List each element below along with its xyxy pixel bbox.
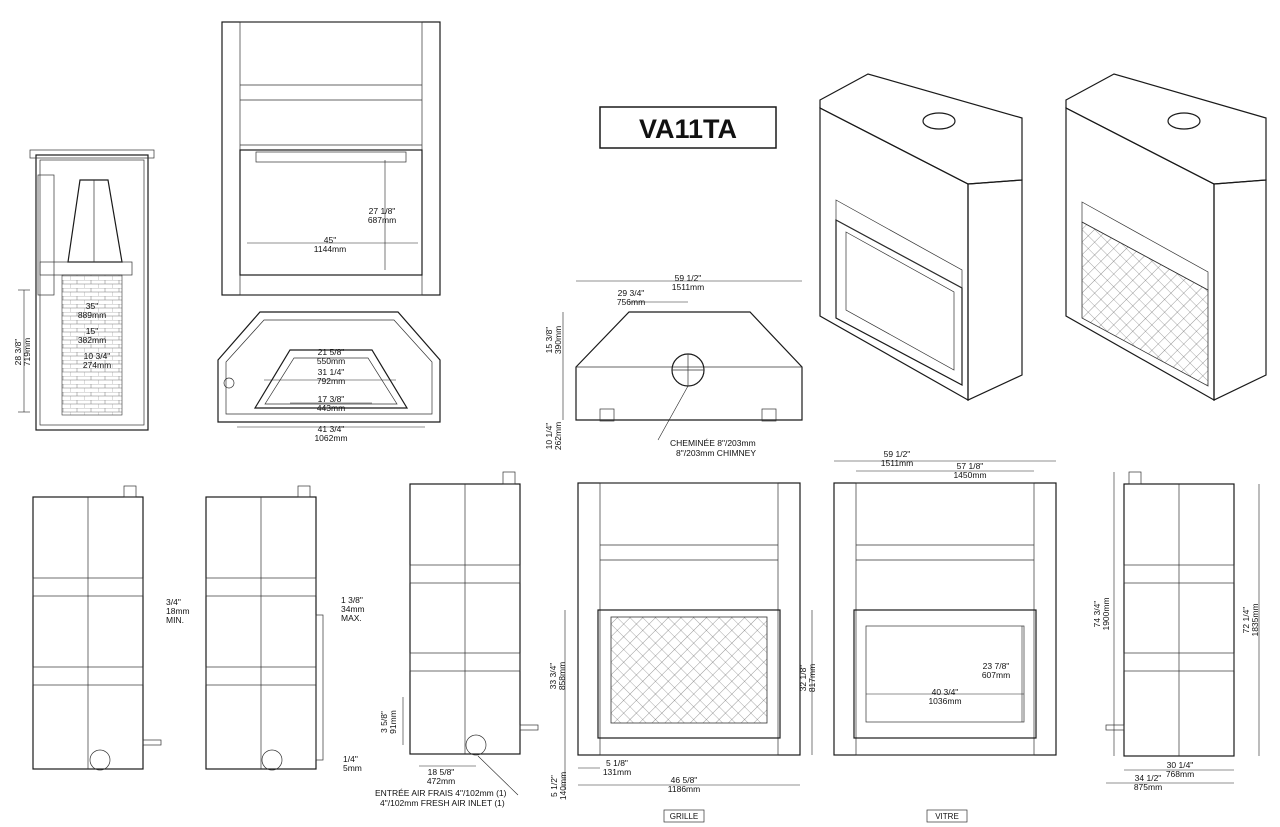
grille-width-b: 1186mm xyxy=(668,784,700,794)
inlet-offset-a: 18 5/8" xyxy=(428,767,455,777)
grille-side-a: 5 1/8" xyxy=(606,758,628,768)
iso-view-grille xyxy=(1065,73,1267,402)
clearance-2b: 34mm xyxy=(341,604,365,614)
grille-width-a: 46 5/8" xyxy=(671,775,698,785)
plan-dim-1b: 550mm xyxy=(317,356,345,366)
grille-bottom-a: 5 1/2" xyxy=(549,775,559,797)
inlet-offset-b: 472mm xyxy=(427,776,455,786)
clearance-1c: MIN. xyxy=(166,615,184,625)
side-view-1: 3/4" 18mm MIN. xyxy=(32,485,190,771)
plan-dim-3b: 443mm xyxy=(317,403,345,413)
glass-height-a: 32 1/8" xyxy=(798,665,808,692)
fresh-air-label-fr: ENTRÉE AIR FRAIS 4"/102mm (1) xyxy=(375,788,507,798)
clearance-3a: 1/4" xyxy=(343,754,358,764)
clearance-2c: MAX. xyxy=(341,613,362,623)
glass-overall-b: 1511mm xyxy=(881,458,913,468)
grille-height-b: 858mm xyxy=(557,662,567,690)
glass-inner-a: 57 1/8" xyxy=(957,461,984,471)
model-title: VA11TA xyxy=(639,114,737,144)
plan-dim-2b: 792mm xyxy=(317,376,345,386)
clearance-1b: 18mm xyxy=(166,606,190,616)
plan-dim-4b: 1062mm xyxy=(314,433,347,443)
right-total-h-b: 1900mm xyxy=(1101,597,1111,630)
top-view: 59 1/2" 1511mm 29 3/4" 756mm 15 3/8" 390… xyxy=(544,273,803,458)
plan-dim-4a: 41 3/4" xyxy=(318,424,345,434)
iso-view-glass xyxy=(819,73,1023,402)
right-overall-w-a: 34 1/2" xyxy=(1135,773,1162,783)
side-dim-1b: 889mm xyxy=(78,310,106,320)
plan-dim-2a: 31 1/4" xyxy=(318,367,345,377)
side-section-view: 35" 889mm 15" 382mm 10 3/4" 274mm 28 3/8… xyxy=(13,149,155,431)
glass-w-a: 40 3/4" xyxy=(932,687,959,697)
clearance-3b: 5mm xyxy=(343,763,362,773)
grille-side-b: 131mm xyxy=(603,767,631,777)
side-dim-3b: 274mm xyxy=(83,360,111,370)
front-top-width-a: 45" xyxy=(324,235,336,245)
glass-inner-b: 1450mm xyxy=(953,470,986,480)
glass-h-b: 607mm xyxy=(982,670,1010,680)
right-overall-w-b: 875mm xyxy=(1134,782,1162,792)
plan-dim-1a: 21 5/8" xyxy=(318,347,345,357)
fresh-air-label-en: 4"/102mm FRESH AIR INLET (1) xyxy=(380,798,505,808)
top-depth-side-b: 390mm xyxy=(553,326,563,354)
glass-w-b: 1036mm xyxy=(928,696,961,706)
plan-dim-3a: 17 3/8" xyxy=(318,394,345,404)
side-dim-3a: 10 3/4" xyxy=(84,351,111,361)
top-depth-side-a: 15 3/8" xyxy=(544,327,554,354)
side-view-2: 1 3/8" 34mm MAX. 1/4" 5mm xyxy=(205,485,365,773)
glass-height-b: 817mm xyxy=(807,664,817,692)
right-side-view: 74 3/4" 1900mm 72 1/4" 1835mm 30 1/4" 76… xyxy=(1092,471,1260,792)
grille-height-a: 33 3/4" xyxy=(548,663,558,690)
front-top-height-b: 687mm xyxy=(368,215,396,225)
clearance-1a: 3/4" xyxy=(166,597,181,607)
top-depth-b: 262mm xyxy=(553,422,563,450)
side-dim-2a: 15" xyxy=(86,326,98,336)
grille-label: GRILLE xyxy=(670,812,698,821)
right-width-a: 30 1/4" xyxy=(1167,760,1194,770)
model-title-box: VA11TA xyxy=(599,106,777,149)
top-center-b: 756mm xyxy=(617,297,645,307)
front-glass-view: 59 1/2" 1511mm 57 1/8" 1450mm 32 1/8" 81… xyxy=(798,449,1057,823)
side-dim-1a: 35" xyxy=(86,301,98,311)
right-body-h-b: 1835mm xyxy=(1250,603,1260,636)
glass-h-a: 23 7/8" xyxy=(983,661,1010,671)
front-top-width-b: 1144mm xyxy=(314,244,346,254)
clearance-2a: 1 3/8" xyxy=(341,595,363,605)
side-dim-2b: 382mm xyxy=(78,335,106,345)
inlet-height-a: 3 5/8" xyxy=(379,711,389,733)
chimney-label-fr: CHEMINÉE 8"/203mm xyxy=(670,438,756,448)
right-total-h-a: 74 3/4" xyxy=(1092,601,1102,628)
right-body-h-a: 72 1/4" xyxy=(1241,607,1251,634)
top-overall-b: 1511mm xyxy=(672,282,704,292)
front-grille-view: 33 3/4" 858mm 5 1/2" 140mm 5 1/8" 131mm … xyxy=(548,482,801,823)
plan-view: 21 5/8" 550mm 31 1/4" 792mm 17 3/8" 443m… xyxy=(217,311,441,443)
glass-overall-a: 59 1/2" xyxy=(884,449,911,459)
top-center-a: 29 3/4" xyxy=(618,288,645,298)
glass-label: VITRE xyxy=(935,812,959,821)
front-top-height-a: 27 1/8" xyxy=(369,206,396,216)
grille-bottom-b: 140mm xyxy=(558,772,568,800)
chimney-label-en: 8"/203mm CHIMNEY xyxy=(676,448,756,458)
side-view-3: 3 5/8" 91mm 18 5/8" 472mm ENTRÉE AIR FRA… xyxy=(375,471,539,808)
top-depth-a: 10 1/4" xyxy=(544,423,554,450)
top-overall-a: 59 1/2" xyxy=(675,273,702,283)
side-dim-4b: 719mm xyxy=(22,338,32,366)
front-top-view: 27 1/8" 687mm 45" 1144mm xyxy=(221,21,441,296)
side-dim-4a: 28 3/8" xyxy=(13,339,23,366)
inlet-height-b: 91mm xyxy=(388,710,398,734)
right-width-b: 768mm xyxy=(1166,769,1194,779)
